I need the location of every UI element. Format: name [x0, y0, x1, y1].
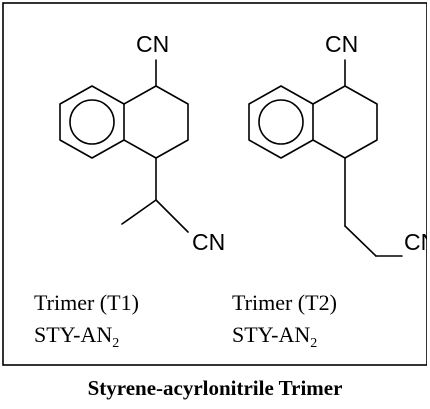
t1-side-cn-label: CN: [192, 229, 225, 255]
t2-side-cn-label: CN: [404, 229, 430, 255]
molecule-t2: CN CN Trimer (T2) STY-AN2: [232, 31, 430, 351]
t2-top-cn-label: CN: [325, 31, 358, 57]
right-edge-mask: [427, 0, 430, 409]
t1-chain-bond-2: [155, 199, 189, 233]
t1-name-label: Trimer (T1): [34, 290, 139, 315]
t2-name-label: Trimer (T2): [232, 290, 337, 315]
t1-cyclohexane-ring: [123, 85, 189, 159]
t1-top-cn-label: CN: [136, 31, 169, 57]
figure-caption: Styrene-acyrlonitrile Trimer: [88, 376, 343, 400]
t1-formula-label: STY-AN2: [34, 322, 119, 351]
molecule-t1: CN CN Trimer (T1) STY-AN2: [34, 31, 225, 351]
t1-methyl-bond: [121, 199, 157, 225]
t2-aromatic-circle: [258, 99, 304, 145]
t2-chain-bond-2: [344, 225, 377, 257]
t2-cyclohexane-ring: [312, 85, 378, 159]
t2-formula-label: STY-AN2: [232, 322, 317, 351]
t1-aromatic-circle: [69, 99, 115, 145]
